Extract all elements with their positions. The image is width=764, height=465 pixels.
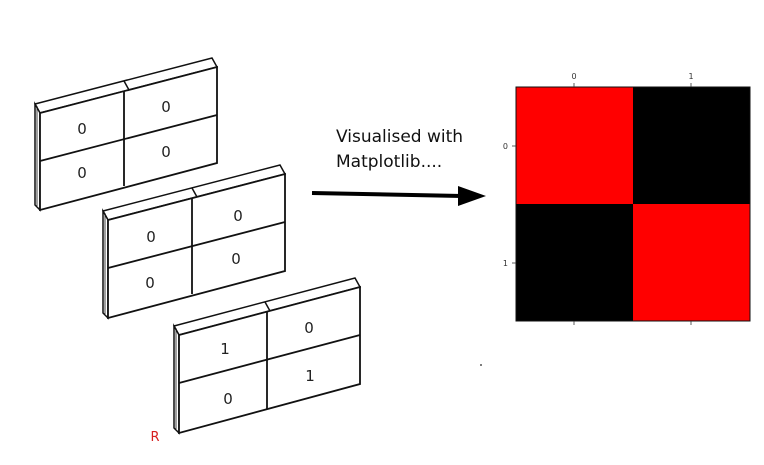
- heatmap-cell-1-0: [516, 204, 633, 321]
- heatmap-plot: 0 1 0 1: [503, 72, 751, 325]
- heatmap-frame: [515, 86, 751, 322]
- matrix-2-cell-0-1: 0: [233, 207, 243, 225]
- stray-dot: [480, 364, 482, 366]
- matrix-1-cell-0-1: 0: [161, 98, 171, 116]
- matrix-2-cell-0-0: 0: [146, 228, 156, 246]
- heatmap-cell-0-0: [516, 87, 633, 204]
- matrix-block-1: 0 0 0 0: [33, 57, 219, 212]
- matrix-1-cell-1-0: 0: [77, 164, 87, 182]
- heatmap-y-tick-0: 0: [503, 142, 508, 151]
- caption-line-1: Visualised with: [336, 127, 463, 147]
- heatmap-y-tick-1: 1: [503, 259, 508, 268]
- matrix-2-cell-1-0: 0: [145, 274, 155, 292]
- heatmap-x-tick-1: 1: [688, 72, 693, 81]
- matrix-block-3: 1 0 0 1: [172, 277, 362, 435]
- red-channel-label: R: [150, 430, 159, 445]
- matrix-3-cell-1-0: 0: [223, 390, 233, 408]
- heatmap-x-tick-0: 0: [571, 72, 576, 81]
- matrix-3-cell-1-1: 1: [305, 367, 315, 385]
- matrix-1-cell-1-1: 0: [161, 143, 171, 161]
- heatmap-cell-0-1: [633, 87, 750, 204]
- matrix-block-2: 0 0 0 0: [101, 164, 287, 320]
- heatmap-cell-1-1: [633, 204, 750, 321]
- matrix-2-cell-1-1: 0: [231, 250, 241, 268]
- matrix-3-cell-0-1: 0: [304, 319, 314, 337]
- arrow-right-icon: [311, 186, 486, 206]
- matrix-3-cell-0-0: 1: [220, 340, 230, 358]
- caption-line-2: Matplotlib....: [336, 152, 442, 172]
- matrix-1-cell-0-0: 0: [77, 120, 87, 138]
